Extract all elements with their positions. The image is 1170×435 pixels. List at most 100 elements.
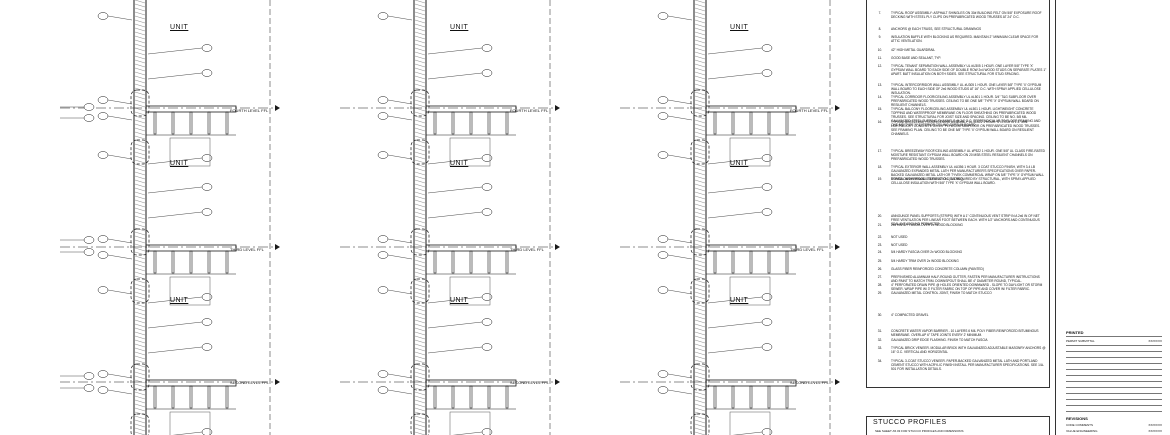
wall-hatch [134,207,146,212]
wall-hatch [694,211,706,216]
wall-hatch [694,243,706,248]
wall-hatch [134,143,146,148]
wall-hatch [134,283,146,288]
wall-hatch [134,359,146,364]
wall-hatch [694,7,706,12]
wall-hatch [414,203,426,208]
wall-section-drawings [60,0,840,435]
wall-hatch [694,111,706,116]
floor-joist [487,385,491,409]
wall-hatch [134,271,146,276]
title-rule [1066,387,1162,388]
wall-hatch [414,267,426,272]
wall-hatch [414,55,426,60]
wall-hatch [134,139,146,144]
floor-joist [785,385,789,409]
wall-hatch [134,227,146,232]
wall-hatch [694,311,706,316]
wall-hatch [694,379,706,384]
title-rule [1066,369,1162,370]
keynote-text: TYPICAL ROOF ASSEMBLY: ASPHALT SHINGLES … [891,11,1042,19]
keynote-bubble [657,386,669,394]
title-rule [1066,357,1162,358]
leader-line [427,346,483,354]
keynote-bubble [97,235,109,243]
wall-hatch [414,15,426,20]
title-rule [1066,399,1162,400]
floor-joist [505,111,509,135]
wall-hatch [694,79,706,84]
wall-hatch [694,171,706,176]
detail-callout [690,89,710,117]
opening [169,137,211,167]
unit-label: UNIT [730,160,749,167]
wall-hatch [414,339,426,344]
keynote-bubble [83,384,95,392]
wall-hatch [134,79,146,84]
keynote-text: ANCHORS @ EACH TRUSS, SEE STRUCTURAL DRA… [891,27,982,31]
wall-hatch [134,223,146,228]
wall-hatch [134,215,146,220]
leader-line [707,157,763,165]
wall-hatch [134,123,146,128]
keynote-bubble [201,69,213,77]
wall-hatch [694,239,706,244]
wall-hatch [134,167,146,172]
leader-line [107,154,133,160]
leader-line [667,238,693,244]
revision-row: CODE COMMENTS XX/XX/XX [1066,423,1162,427]
floor-slab [705,379,797,387]
keynote-bubble [201,318,213,326]
wall-hatch [694,419,706,424]
wall-hatch [694,315,706,320]
wall-hatch [414,427,426,432]
wall-hatch [414,135,426,140]
wall-hatch [694,199,706,204]
wall-hatch [134,107,146,112]
keynote-bubble [97,96,109,104]
wall-hatch [134,3,146,8]
keynote-bubble [97,251,109,259]
wall-hatch [134,263,146,268]
leader-line [147,346,203,354]
wall-hatch [694,123,706,128]
keynote-number: 31. [877,329,883,333]
keynote-bubble [83,248,95,256]
wall-hatch [694,67,706,72]
wall-hatch [414,259,426,264]
wall-hatch [694,63,706,68]
keynote-bubble [97,112,109,120]
keynote-number: 22. [877,235,883,239]
keynote-bubble [481,208,493,216]
wall-hatch [694,291,706,296]
floor-joist [731,385,735,409]
opening [449,276,491,306]
keynote-text: CONCRETE WATER VAPOR BARRIER - 10 LAYERS… [891,329,1039,337]
floor-joist [731,250,735,274]
detail-callout [690,139,710,165]
wall-hatch [414,383,426,388]
leader-line [107,15,133,21]
permit-text: PERMIT SUBMITTAL [1066,339,1095,343]
wall-hatch [414,3,426,8]
floor-joist [207,250,211,274]
title-rule [1066,393,1162,394]
wall-hatch [134,179,146,184]
wall-hatch [134,403,146,408]
floor-joist [433,385,437,409]
keynote-number: 15. [877,107,883,111]
leader-line [147,321,203,329]
wall-hatch [414,335,426,340]
floor-joist [749,385,753,409]
floor-joist [469,250,473,274]
wall-hatch [414,127,426,132]
detail-callout [130,278,150,304]
keynote-bubble [97,286,109,294]
wall-hatch [414,351,426,356]
wall-hatch [414,95,426,100]
keynote-bubble [481,183,493,191]
keynote-bubble [201,343,213,351]
wall-hatch [134,419,146,424]
wall-hatch [134,23,146,28]
wall-hatch [134,391,146,396]
